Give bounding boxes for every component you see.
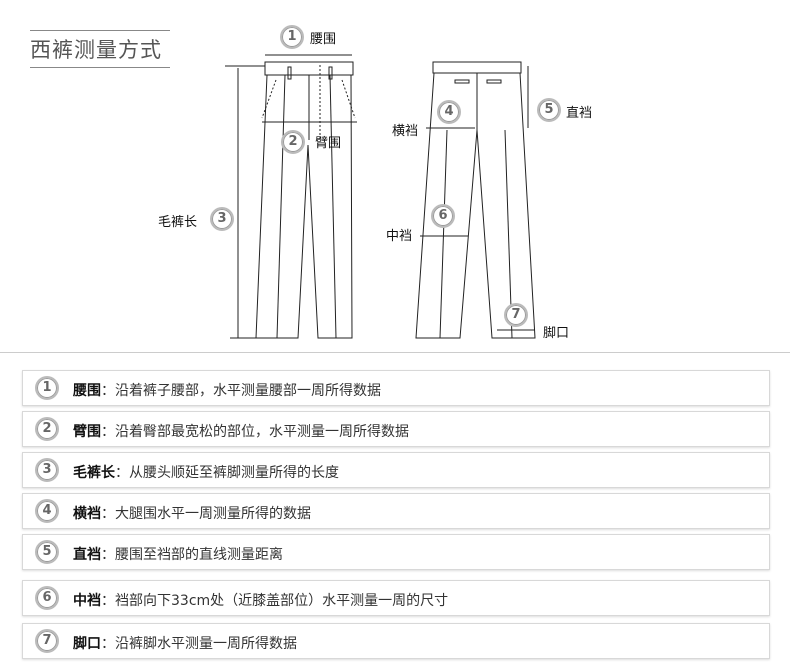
knee-number-badge: 6 — [431, 204, 455, 228]
row-description: ：沿裤脚水平测量一周所得数据 — [101, 636, 297, 652]
row-description: ：腰围至裆部的直线测量距离 — [101, 547, 283, 563]
number-badge: 2 — [35, 417, 59, 441]
row-term: 直裆 — [73, 547, 101, 563]
measurement-row: 6 中裆：裆部向下33cm处（近膝盖部位）水平测量一周的尺寸 — [22, 580, 770, 616]
trousers-diagram — [225, 54, 536, 339]
hem-label: 脚口 — [543, 326, 570, 341]
length-number-badge: 3 — [210, 207, 234, 231]
row-description: ：沿着臀部最宽松的部位，水平测量一周所得数据 — [101, 424, 409, 440]
number-badge: 6 — [35, 586, 59, 610]
measurement-row: 4 横裆：大腿围水平一周测量所得的数据 — [22, 493, 770, 529]
waist-label: 腰围 — [310, 32, 337, 47]
number-badge: 1 — [35, 376, 59, 400]
knee-label: 中裆 — [386, 229, 413, 244]
row-term: 脚口 — [73, 636, 101, 652]
row-term: 腰围 — [73, 383, 101, 399]
number-badge: 7 — [35, 629, 59, 653]
hip-label: 臂围 — [315, 136, 342, 151]
number-badge: 5 — [35, 540, 59, 564]
row-term: 横裆 — [73, 506, 101, 522]
hip-number-badge: 2 — [281, 130, 305, 154]
hem-number-badge: 7 — [504, 303, 528, 327]
measurement-row: 7 脚口：沿裤脚水平测量一周所得数据 — [22, 623, 770, 659]
row-description: ：裆部向下33cm处（近膝盖部位）水平测量一周的尺寸 — [101, 593, 449, 609]
rise-number-badge: 5 — [537, 98, 561, 122]
row-term: 毛裤长 — [73, 465, 115, 481]
row-description: ：沿着裤子腰部，水平测量腰部一周所得数据 — [101, 383, 381, 399]
divider — [0, 352, 790, 353]
waist-number-badge: 1 — [280, 25, 304, 49]
thigh-label: 横裆 — [392, 124, 419, 139]
row-description: ：从腰头顺延至裤脚测量所得的长度 — [115, 465, 339, 481]
page-title: 西裤测量方式 — [30, 30, 170, 68]
thigh-number-badge: 4 — [437, 100, 461, 124]
number-badge: 3 — [35, 458, 59, 482]
measurement-row: 3 毛裤长：从腰头顺延至裤脚测量所得的长度 — [22, 452, 770, 488]
measurement-row: 1 腰围：沿着裤子腰部，水平测量腰部一周所得数据 — [22, 370, 770, 406]
row-term: 中裆 — [73, 593, 101, 609]
measurement-row: 2 臂围：沿着臀部最宽松的部位，水平测量一周所得数据 — [22, 411, 770, 447]
row-term: 臂围 — [73, 424, 101, 440]
measurement-row: 5 直裆：腰围至裆部的直线测量距离 — [22, 534, 770, 570]
front-trousers — [225, 54, 357, 339]
back-trousers — [415, 61, 536, 339]
length-label: 毛裤长 — [158, 215, 198, 230]
row-description: ：大腿围水平一周测量所得的数据 — [101, 506, 311, 522]
number-badge: 4 — [35, 499, 59, 523]
rise-label: 直裆 — [566, 106, 593, 121]
